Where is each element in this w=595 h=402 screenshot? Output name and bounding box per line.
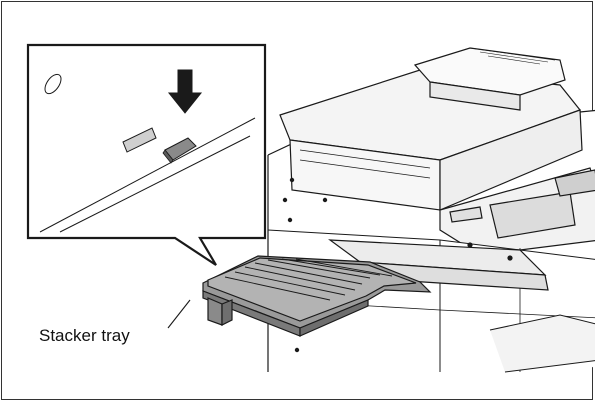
label-leader-line — [167, 299, 191, 329]
copier-machine — [267, 47, 595, 373]
stacker-tray-label: Stacker tray — [39, 326, 130, 345]
down-arrow-icon — [167, 69, 203, 114]
stacker-tray — [202, 255, 432, 337]
mounting-slot — [122, 127, 157, 153]
hole-outline — [44, 73, 62, 95]
zoom-callout — [26, 43, 267, 266]
